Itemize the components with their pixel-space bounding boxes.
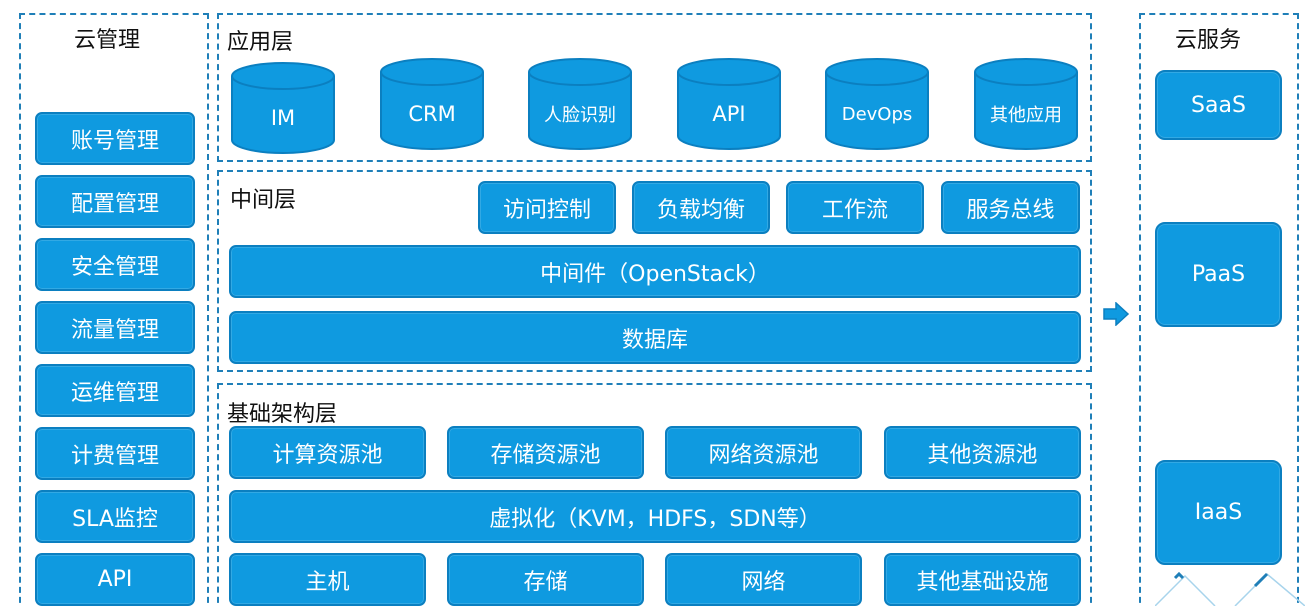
virtualization-box: 虚拟化（KVM，HDFS，SDN等） xyxy=(229,490,1081,543)
middle-layer-title: 中间层 xyxy=(230,188,297,213)
workflow-box: 工作流 xyxy=(786,181,924,234)
cylinder-shape xyxy=(974,58,1078,150)
app-im-label: IM xyxy=(270,106,296,130)
network-pool-box: 网络资源池 xyxy=(665,426,862,479)
app-face-recognition-cylinder: 人脸识别 xyxy=(527,56,633,150)
host-box: 主机 xyxy=(229,553,426,606)
saas-box: SaaS xyxy=(1155,70,1282,140)
app-crm-cylinder: CRM xyxy=(379,56,485,150)
app-devops-label: DevOps xyxy=(841,103,913,125)
database-box: 数据库 xyxy=(229,311,1081,364)
cylinder-shape xyxy=(528,58,632,150)
cloud-management-title: 云管理 xyxy=(74,28,141,53)
decorative-corner-shape xyxy=(1155,571,1305,606)
traffic-management-box: 流量管理 xyxy=(35,301,195,354)
app-api-label: API xyxy=(712,102,746,126)
app-devops-cylinder: DevOps xyxy=(824,56,930,150)
cylinder-shape xyxy=(825,58,929,150)
middleware-box: 中间件（OpenStack） xyxy=(229,245,1081,298)
right-arrow-icon xyxy=(1103,302,1130,326)
paas-box: PaaS xyxy=(1155,222,1282,327)
cloud-services-title: 云服务 xyxy=(1175,28,1242,53)
security-management-box: 安全管理 xyxy=(35,238,195,291)
network-box: 网络 xyxy=(665,553,862,606)
billing-management-box: 计费管理 xyxy=(35,427,195,480)
cloud-services-panel xyxy=(1139,13,1299,606)
app-crm-label: CRM xyxy=(408,102,456,126)
app-im-cylinder: IM xyxy=(230,60,336,154)
cylinder-shape xyxy=(231,62,335,154)
app-api-cylinder: API xyxy=(676,56,782,150)
app-face-recognition-label: 人脸识别 xyxy=(544,105,616,126)
sla-monitor-box: SLA监控 xyxy=(35,490,195,543)
app-other-label: 其他应用 xyxy=(990,105,1062,126)
infrastructure-layer-panel xyxy=(217,383,1092,606)
storage-box: 存储 xyxy=(447,553,644,606)
load-balancing-box: 负载均衡 xyxy=(632,181,770,234)
other-infrastructure-box: 其他基础设施 xyxy=(884,553,1081,606)
iaas-box: IaaS xyxy=(1155,460,1282,565)
compute-pool-box: 计算资源池 xyxy=(229,426,426,479)
cylinder-shape xyxy=(677,58,781,150)
storage-pool-box: 存储资源池 xyxy=(447,426,644,479)
config-management-box: 配置管理 xyxy=(35,175,195,228)
application-layer-panel xyxy=(217,13,1092,162)
account-management-box: 账号管理 xyxy=(35,112,195,165)
application-layer-title: 应用层 xyxy=(227,30,294,55)
infrastructure-layer-title: 基础架构层 xyxy=(227,402,338,427)
app-other-cylinder: 其他应用 xyxy=(973,56,1079,150)
other-pool-box: 其他资源池 xyxy=(884,426,1081,479)
ops-management-box: 运维管理 xyxy=(35,364,195,417)
cylinder-shape xyxy=(380,58,484,150)
service-bus-box: 服务总线 xyxy=(941,181,1080,234)
access-control-box: 访问控制 xyxy=(478,181,616,234)
api-management-box: API xyxy=(35,553,195,606)
middle-layer-panel xyxy=(217,170,1092,372)
cloud-management-panel xyxy=(19,13,209,606)
